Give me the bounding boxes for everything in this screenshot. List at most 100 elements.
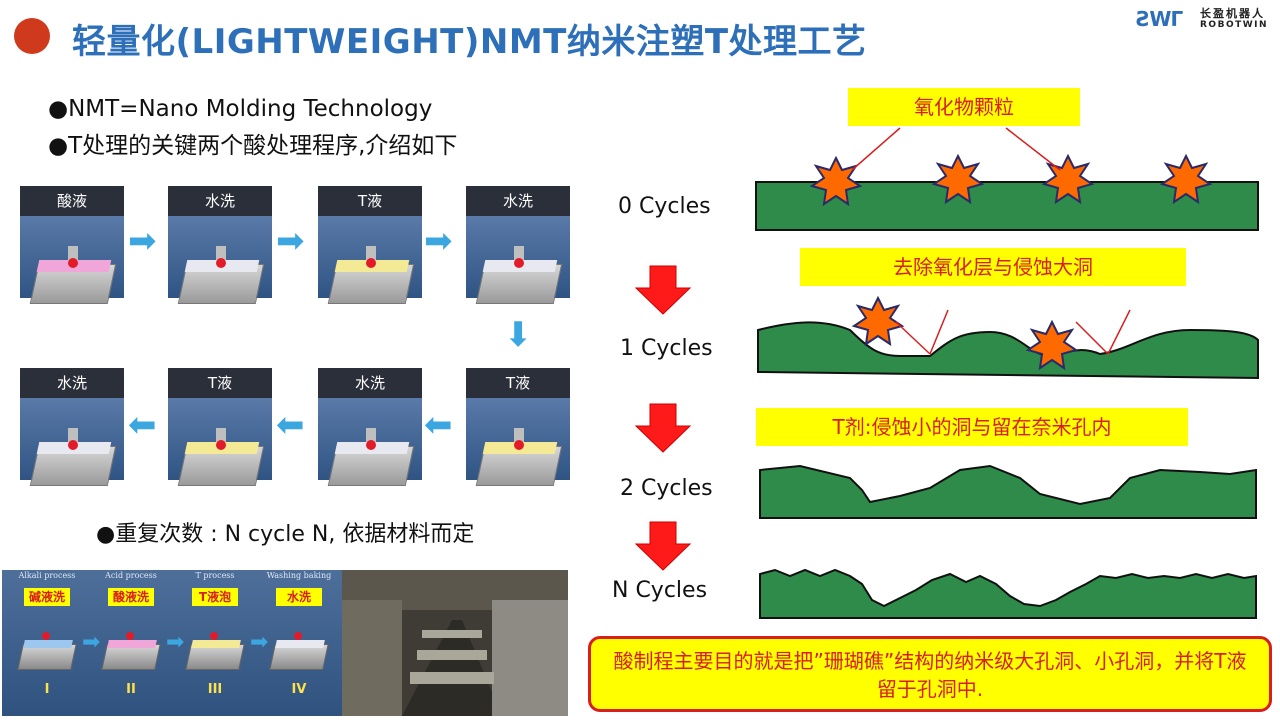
bottom-step-header: Washing baking xyxy=(266,571,332,580)
drop-icon xyxy=(514,440,524,450)
process-step-label: 水洗 xyxy=(20,368,124,398)
bottom-process-step: Alkali process 碱液洗 I xyxy=(8,570,86,716)
process-step-image xyxy=(318,216,422,304)
arrow-right-icon: ➡ xyxy=(424,221,453,261)
drop-icon xyxy=(216,440,226,450)
bottom-step-header: T process xyxy=(195,571,235,580)
process-step-image xyxy=(466,216,570,304)
process-step: T液 xyxy=(318,186,422,304)
bullet-repeat: ●重复次数 : N cycle N, 依据材料而定 xyxy=(96,522,475,547)
process-step-label: T液 xyxy=(168,368,272,398)
arrow-left-icon: ⬅ xyxy=(424,405,453,445)
page-title: 轻量化(LIGHTWEIGHT)NMT纳米注塑T处理工艺 xyxy=(72,22,867,62)
logo-cn-text: 长盈机器人 xyxy=(1200,7,1265,20)
arrow-right-icon: ➡ xyxy=(128,221,157,261)
arrow-left-icon: ⬅ xyxy=(276,405,305,445)
drop-icon xyxy=(216,258,226,268)
nozzle-icon xyxy=(514,246,524,262)
nozzle-icon xyxy=(68,428,78,444)
process-step-image xyxy=(318,398,422,486)
process-step-label: 水洗 xyxy=(318,368,422,398)
process-step-label: 酸液 xyxy=(20,186,124,216)
red-down-arrow xyxy=(634,521,692,571)
surface-1-cycles xyxy=(757,321,1259,380)
oxide-particle xyxy=(1025,319,1079,371)
oxide-particle xyxy=(1159,153,1213,205)
oxide-particle xyxy=(931,153,985,205)
bottom-step-label: 碱液洗 xyxy=(24,588,70,606)
process-step-label: T液 xyxy=(318,186,422,216)
bullet-t-process: ●T处理的关键两个酸处理程序,介绍如下 xyxy=(48,133,458,159)
arrow-down-icon: ⬇ xyxy=(504,315,533,355)
drop-icon xyxy=(366,440,376,450)
process-step-image xyxy=(20,216,124,304)
process-step-label: T液 xyxy=(466,368,570,398)
process-step-label: 水洗 xyxy=(466,186,570,216)
label-remove-oxide: 去除氧化层与侵蚀大洞 xyxy=(800,248,1186,286)
label-t-agent: T剂:侵蚀小的洞与留在奈米孔内 xyxy=(756,408,1188,446)
process-step: 酸液 xyxy=(20,186,124,304)
process-step: 水洗 xyxy=(466,186,570,304)
label-n-cycles: N Cycles xyxy=(612,578,708,603)
factory-photo xyxy=(342,570,568,716)
drop-icon xyxy=(514,258,524,268)
label-0-cycles: 0 Cycles xyxy=(618,194,711,219)
bullet-nmt: ●NMT=Nano Molding Technology xyxy=(48,96,433,122)
drop-icon xyxy=(68,440,78,450)
nozzle-icon xyxy=(68,246,78,262)
surface-n-cycles xyxy=(759,568,1257,619)
process-step: 水洗 xyxy=(168,186,272,304)
process-step-image xyxy=(168,216,272,304)
drop-icon xyxy=(294,632,302,640)
bottom-step-label: 酸液洗 xyxy=(108,588,154,606)
drop-icon xyxy=(366,258,376,268)
nozzle-icon xyxy=(366,428,376,444)
arrow-right-icon: ➡ xyxy=(250,630,269,655)
step-numeral: II xyxy=(126,682,136,697)
logo-mark: ƧWΓ xyxy=(1136,7,1183,31)
bottom-step-header: Alkali process xyxy=(18,571,76,580)
nozzle-icon xyxy=(216,428,226,444)
oxide-particle xyxy=(851,295,905,347)
nozzle-icon xyxy=(366,246,376,262)
label-1-cycles: 1 Cycles xyxy=(620,336,713,361)
step-numeral: III xyxy=(207,682,223,697)
step-numeral: I xyxy=(44,682,50,697)
bottom-process-step: Acid process 酸液洗 II xyxy=(92,570,170,716)
process-step: T液 xyxy=(168,368,272,486)
step-numeral: IV xyxy=(291,682,307,697)
title-bullet-dot xyxy=(14,18,50,54)
process-step-image xyxy=(20,398,124,486)
drop-icon xyxy=(126,632,134,640)
process-step: 水洗 xyxy=(318,368,422,486)
arrow-right-icon: ➡ xyxy=(82,630,101,655)
conclusion-callout: 酸制程主要目的就是把”珊瑚礁”结构的纳米级大孔洞、小孔洞，并将T液留于孔洞中. xyxy=(588,636,1272,712)
red-down-arrow xyxy=(634,265,692,315)
nozzle-icon xyxy=(216,246,226,262)
process-step: T液 xyxy=(466,368,570,486)
company-logo: ƧWΓ 长盈机器人 ROBOTWIN xyxy=(1136,4,1276,34)
bottom-step-label: 水洗 xyxy=(276,588,322,606)
process-step-label: 水洗 xyxy=(168,186,272,216)
nozzle-icon xyxy=(514,428,524,444)
drop-icon xyxy=(210,632,218,640)
arrow-right-icon: ➡ xyxy=(166,630,185,655)
bottom-step-header: Acid process xyxy=(105,571,157,580)
bottom-step-label: T液泡 xyxy=(192,588,238,606)
process-step-image xyxy=(168,398,272,486)
logo-en-text: ROBOTWIN xyxy=(1200,20,1269,30)
label-oxide-particles: 氧化物颗粒 xyxy=(848,88,1080,126)
label-2-cycles: 2 Cycles xyxy=(620,476,713,501)
drop-icon xyxy=(68,258,78,268)
process-step: 水洗 xyxy=(20,368,124,486)
bottom-process-step: Washing baking 水洗 IV xyxy=(260,570,338,716)
surface-2-cycles xyxy=(759,464,1257,519)
drop-icon xyxy=(42,632,50,640)
process-step-image xyxy=(466,398,570,486)
arrow-left-icon: ⬅ xyxy=(128,405,157,445)
arrow-right-icon: ➡ xyxy=(276,221,305,261)
red-down-arrow xyxy=(634,403,692,453)
